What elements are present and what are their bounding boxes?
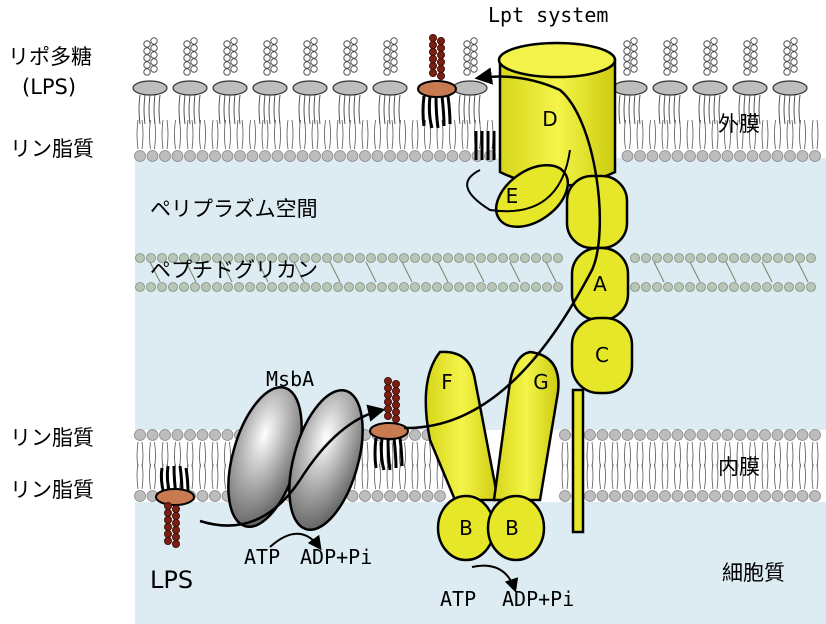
label-lps-outer: リポ多糖 [8,45,92,69]
lps-molecule-periplasm [369,376,409,471]
label-lpt-system: Lpt system [488,3,608,27]
atp-hydrolysis-arrows [269,532,519,593]
label-phospholipid-inner-top: リン脂質 [10,426,94,450]
label-lps-outer-abbr: (LPS) [22,75,76,99]
lptf [424,350,500,502]
label-a: A [593,272,607,296]
label-phospholipid-outer: リン脂質 [10,137,94,161]
lptc-tm [571,388,585,534]
label-f: F [441,370,453,394]
label-lps-bottom: LPS [150,566,193,594]
lps-molecule-inner [155,465,195,549]
label-msba: MsbA [266,367,314,391]
label-periplasm: ペリプラズム空間 [150,197,318,221]
label-e: E [506,184,519,208]
label-atp-lpt: ATP [440,587,476,611]
label-b-right: B [505,516,519,540]
msba [227,385,364,532]
label-d: D [542,107,557,131]
label-adp-lpt: ADP+Pi [502,587,574,611]
label-cytoplasm: 細胞質 [722,561,785,585]
lptc [570,316,634,395]
label-inner-membrane: 内膜 [718,455,760,479]
peptidoglycan-layer [135,253,816,292]
lpt-system [424,41,634,562]
label-phospholipid-inner-bottom: リン脂質 [10,478,94,502]
label-adp-msba: ADP+Pi [300,545,372,569]
lptb-right [486,494,546,562]
label-peptidoglycan: ペプチドグリカン [150,258,318,282]
lptd-top [497,41,617,79]
label-g: G [533,370,549,394]
label-b-left: B [459,516,473,540]
label-atp-msba: ATP [244,545,280,569]
label-outer-membrane: 外膜 [718,112,760,136]
lpte-anchor [474,131,496,160]
label-c: C [595,343,609,367]
lps-molecule-outer [417,34,457,129]
lps-transport-path [199,67,602,527]
